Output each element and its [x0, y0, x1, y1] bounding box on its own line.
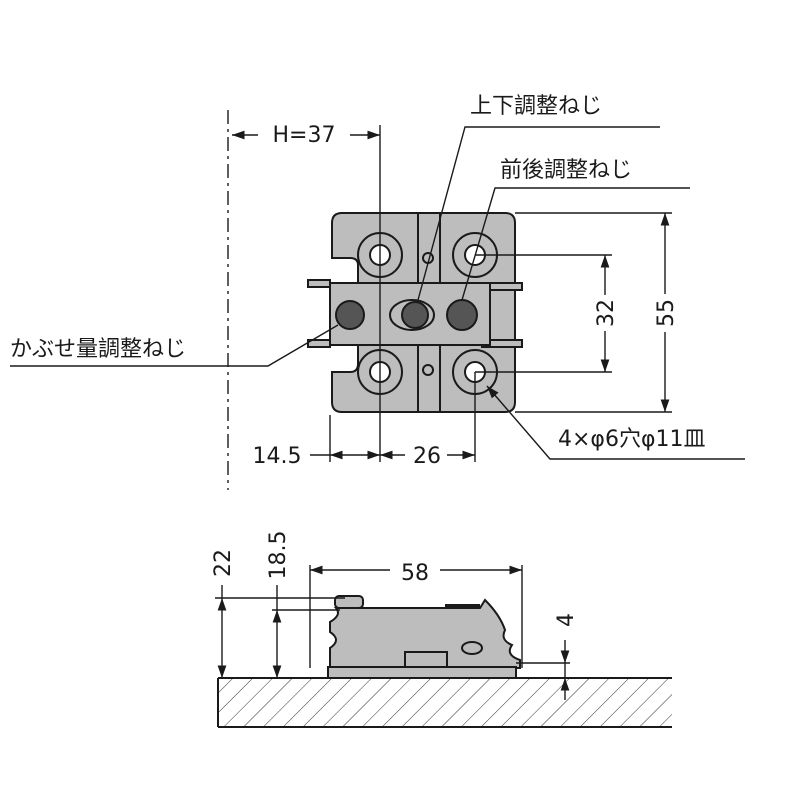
side-tab	[307, 279, 331, 288]
label-holes: 4×φ6穴φ11皿	[558, 427, 705, 452]
dim-h-label: H=37	[273, 123, 336, 148]
side-view: 58 22 18.5 4	[211, 531, 672, 728]
depth-screw-icon	[446, 299, 478, 331]
dim-18-5-label: 18.5	[266, 531, 291, 580]
leader-depth-adjust	[461, 187, 690, 301]
leader-holes	[486, 385, 745, 460]
mounting-board	[218, 678, 672, 727]
label-vertical-adjust-screw: 上下調整ねじ	[470, 94, 602, 119]
dim-14-5-label: 14.5	[253, 444, 302, 469]
leader-vertical-adjust	[417, 126, 660, 301]
label-depth-adjust-screw: 前後調整ねじ	[500, 158, 632, 183]
rivet	[422, 364, 434, 376]
screw-head-side	[445, 604, 480, 609]
dim-26-label: 26	[413, 444, 441, 469]
base-plate-side	[327, 666, 517, 679]
dim-4-label: 4	[554, 613, 579, 627]
dim-32-label: 32	[594, 299, 619, 327]
dim-55-label: 55	[654, 299, 679, 327]
label-overlay-adjust-screw: かぶせ量調整ねじ	[10, 337, 186, 362]
clip-side	[404, 651, 448, 668]
vertical-screw-icon	[401, 301, 429, 329]
adjust-slot-side	[461, 641, 483, 655]
dim-58-label: 58	[401, 561, 429, 586]
overlay-screw-icon	[335, 300, 365, 330]
screw-head-side	[334, 595, 364, 609]
top-view: H=37 32 55 14.5 26 上下調整ねじ 前後調整ねじ かぶせ量調整ね…	[10, 94, 745, 490]
leader-overlay-adjust	[10, 324, 339, 367]
dim-22-label: 22	[211, 549, 236, 577]
